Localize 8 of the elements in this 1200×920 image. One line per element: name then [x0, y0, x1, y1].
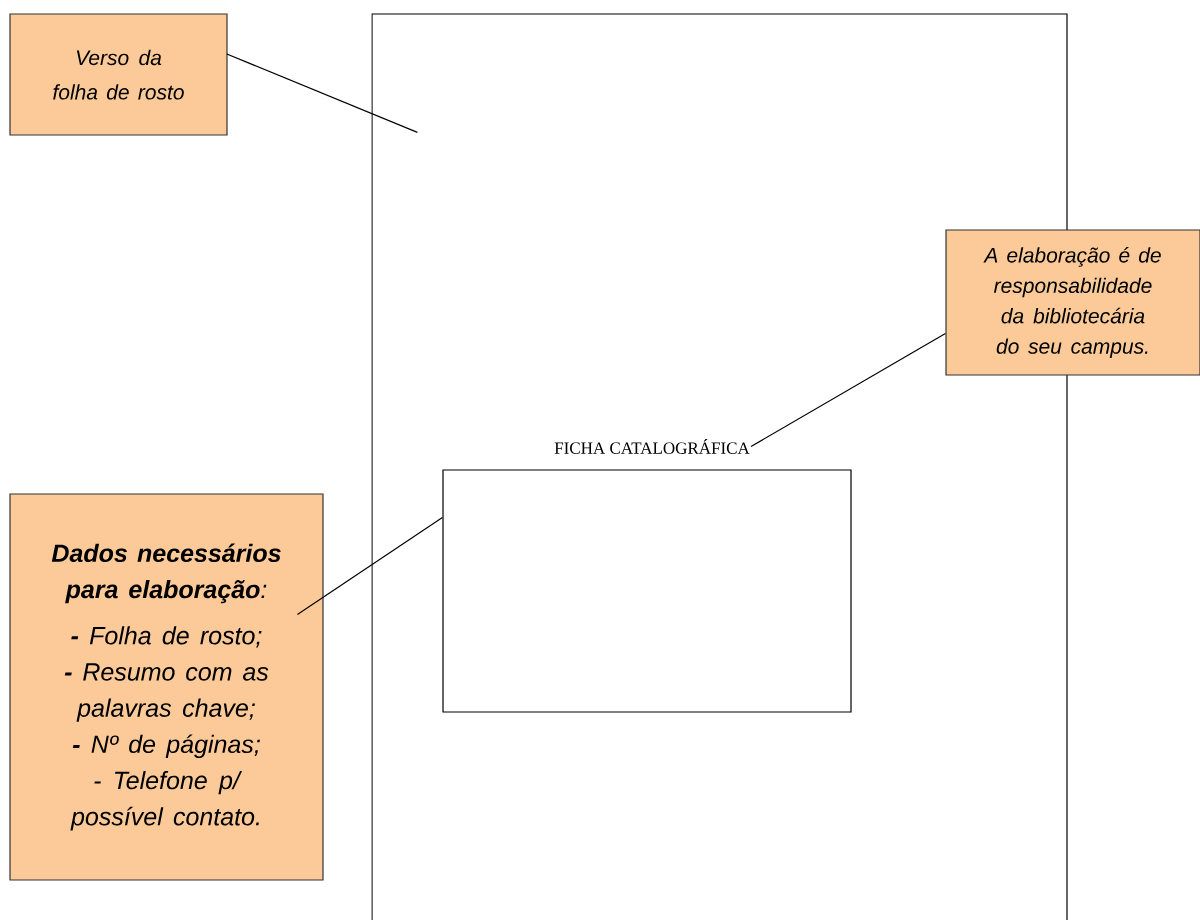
- callout-box: A elaboração é de responsabilidade da bibliotecária do seu campus.: [945, 229, 1200, 376]
- callout-box: Dados necessários para elaboração: - Folha de rosto; - Resumo com as palavras chave; - Nº de páginas; - Telefone p/ possível contato.: [9, 493, 324, 881]
- leader-line: [296, 516, 443, 615]
- leader-line: [226, 53, 418, 133]
- leader-line: [750, 332, 946, 448]
- heading-text: FICHA CATALOGRÁFICA: [554, 439, 750, 454]
- catalog-card-frame: [442, 469, 852, 713]
- callout-box: Verso da folha de rosto: [9, 13, 228, 136]
